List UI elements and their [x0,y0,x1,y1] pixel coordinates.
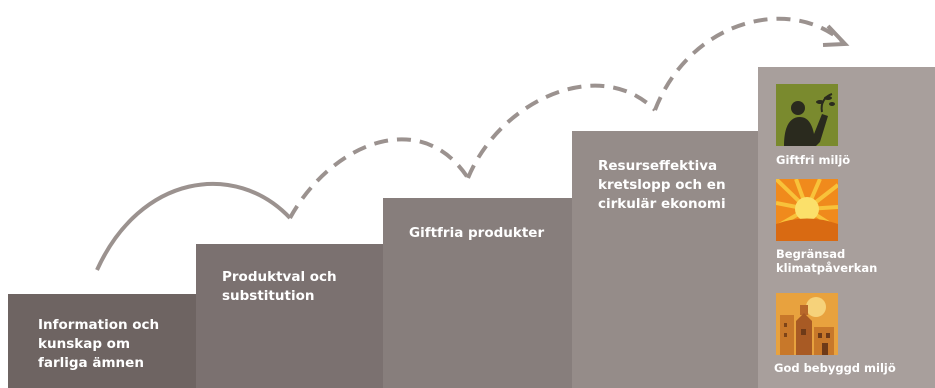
sun-rays-icon [774,177,840,241]
arrow-head [822,24,850,47]
step-3-label: Giftfria produkter [409,225,545,241]
solid-arc-arrow [95,181,292,271]
dashed-arc-arrow-1 [288,137,470,219]
step-2: Produktval och substitution [196,244,386,388]
dashed-arc-arrow-2 [466,83,657,179]
goal-label-begransad-klimatpaverkan: Begränsad klimatpåverkan [776,247,878,275]
step-1: Information och kunskap om farliga ämnen [8,294,198,388]
step-3: Giftfria produkter [383,198,573,388]
goal-label-god-bebyggd-miljo: God bebyggd miljö [774,361,896,375]
goal-label-giftfri-miljo: Giftfri miljö [776,153,851,167]
step-4: Resurseffektiva kretslopp och en cirkulä… [572,131,762,388]
city-building-icon [776,293,838,355]
step-2-label: Produktval och substitution [222,269,337,304]
goals-panel: Giftfri miljö Begränsad klimatpåverkan [758,67,935,388]
dashed-arc-arrow-3 [653,16,845,111]
step-1-label: Information och kunskap om farliga ämnen [38,317,160,371]
step-4-label: Resurseffektiva kretslopp och en cirkulä… [598,158,726,212]
person-plant-icon [776,84,838,146]
